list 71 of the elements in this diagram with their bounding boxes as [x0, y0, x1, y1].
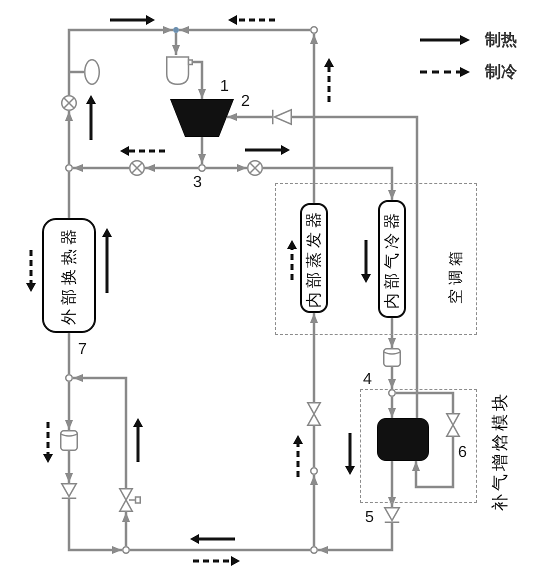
check-valve-icon: [384, 507, 400, 523]
callout-number: 5: [365, 509, 374, 527]
valve-icon: [307, 402, 321, 426]
junction-icon: [173, 27, 179, 33]
arrow: [122, 512, 130, 546]
callout-number: 3: [193, 174, 202, 192]
line: [68, 172, 70, 218]
valve-icon: [446, 413, 460, 437]
callout-number: 7: [78, 341, 87, 359]
junction-icon: [310, 546, 318, 554]
valve-icon: [61, 95, 77, 111]
arrow: [73, 164, 129, 172]
arrow: [68, 26, 173, 95]
arrow: [193, 60, 206, 99]
arrow: [68, 499, 122, 554]
arrow: [388, 461, 396, 507]
callout-number: 4: [363, 371, 372, 389]
line: [292, 116, 418, 418]
junction-icon: [198, 164, 206, 172]
junction-icon: [388, 389, 396, 397]
line: [396, 392, 454, 413]
callout-number: 6: [458, 444, 467, 462]
arrow: [179, 26, 310, 34]
check-valve-icon: [272, 109, 292, 125]
exchanger-box: 外部换热器: [42, 218, 96, 333]
callout-number: 1: [220, 78, 229, 96]
arrow: [65, 111, 73, 164]
callout-number: 2: [241, 93, 250, 111]
arrow: [145, 164, 198, 172]
arrow: [412, 437, 454, 488]
junction-icon: [65, 164, 73, 172]
line: [68, 333, 70, 374]
compressor-icon: [170, 99, 234, 137]
exchanger-box: 内部气冷器: [378, 200, 406, 318]
check-valve-icon: [61, 483, 77, 499]
oval-icon: [84, 59, 100, 85]
valve-icon: [247, 160, 263, 176]
legend-label: 制冷: [485, 62, 517, 82]
legend-label: 制热: [485, 30, 517, 50]
junction-icon: [65, 374, 73, 382]
arrow: [388, 397, 396, 418]
arrow: [73, 374, 128, 488]
arrow: [198, 137, 206, 164]
tank-icon: [166, 55, 193, 85]
arrow: [65, 451, 73, 483]
junction-icon: [310, 26, 318, 34]
line: [69, 70, 84, 74]
tank-icon: [60, 430, 78, 451]
junction-icon: [310, 467, 318, 475]
valve-icon: [119, 488, 141, 512]
line: [130, 548, 310, 552]
arrow: [172, 33, 180, 55]
frame-label: 补气增焓模块: [490, 390, 512, 512]
dashed-frame: [275, 183, 477, 335]
line: [312, 426, 316, 467]
arrow: [310, 34, 318, 203]
arrow: [318, 523, 394, 554]
arrow: [388, 367, 396, 389]
valve-icon: [129, 160, 145, 176]
arrow: [310, 313, 318, 402]
exchanger-box: 内部蒸发器: [300, 202, 328, 312]
tank-icon: [377, 418, 429, 461]
arrow: [227, 113, 272, 121]
arrow: [388, 318, 396, 348]
tank-icon: [383, 348, 401, 367]
arrow: [310, 475, 318, 546]
junction-icon: [122, 546, 130, 554]
arrow: [263, 166, 396, 200]
arrow: [65, 382, 73, 430]
frame-label: 空调箱: [446, 246, 465, 306]
arrow: [206, 164, 247, 172]
